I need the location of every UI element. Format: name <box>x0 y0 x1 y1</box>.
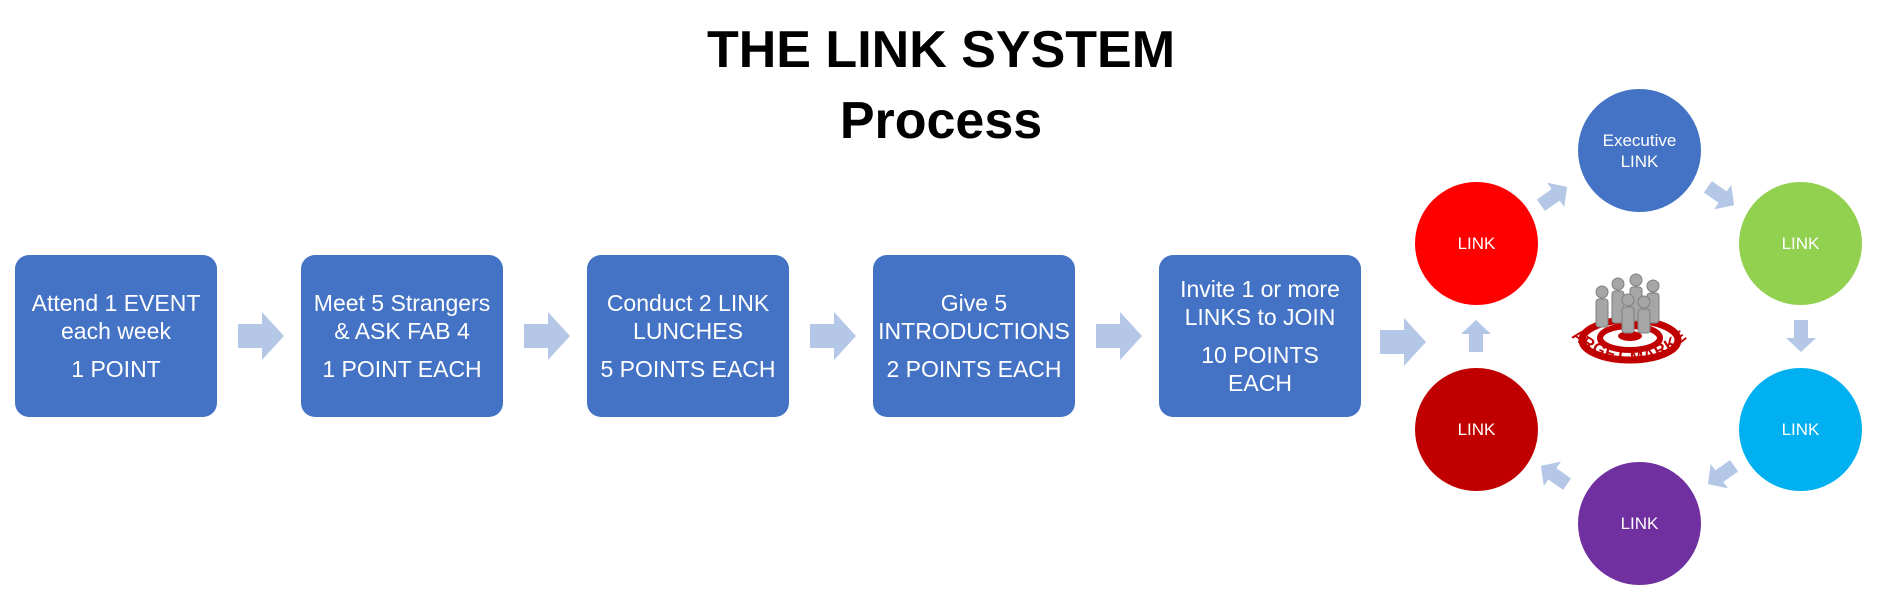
target-icon: TARGET MARKET <box>1545 249 1690 366</box>
step-text: Conduct 2 LINK LUNCHES <box>606 290 770 344</box>
step-text: Give 5 INTRODUCTIONS <box>878 290 1070 344</box>
node-label: LINK <box>1457 234 1496 253</box>
step-box-5: Invite 1 or more LINKS to JOIN 10 POINTS… <box>1159 255 1361 417</box>
step-points: 1 POINT EACH <box>322 356 482 382</box>
arrow-cycle-icon <box>1540 461 1572 490</box>
arrow-cycle-icon <box>1461 320 1491 352</box>
step-points: 2 POINTS EACH <box>886 356 1062 382</box>
arrow-right-icon <box>524 312 570 360</box>
node-label: Executive LINK <box>1602 130 1677 171</box>
arrow-right-icon <box>1096 312 1142 360</box>
arrow-right-icon <box>238 312 284 360</box>
step-text: Meet 5 Strangers & ASK FAB 4 <box>313 290 491 344</box>
arrow-right-icon <box>1380 318 1426 366</box>
cycle-node-link: LINK <box>1739 182 1862 305</box>
step-text: Attend 1 EVENT each week <box>31 290 201 344</box>
cycle-node-link: LINK <box>1739 368 1862 491</box>
node-label: LINK <box>1457 420 1496 439</box>
arrow-cycle-icon <box>1703 181 1735 210</box>
step-points: 10 POINTS EACH <box>1201 342 1319 396</box>
arrow-cycle-icon <box>1707 460 1739 489</box>
arrow-cycle-icon <box>1536 182 1568 211</box>
arrow-cycle-icon <box>1786 320 1816 352</box>
arrow-right-icon <box>810 312 856 360</box>
step-points: 1 POINT <box>71 356 161 382</box>
node-label: LINK <box>1620 514 1659 533</box>
step-text: Invite 1 or more LINKS to JOIN <box>1180 276 1340 330</box>
step-points: 5 POINTS EACH <box>600 356 776 382</box>
page-subtitle: Process <box>839 92 1043 150</box>
step-box-4: Give 5 INTRODUCTIONS 2 POINTS EACH <box>873 255 1075 417</box>
step-box-1: Attend 1 EVENT each week 1 POINT <box>15 255 217 417</box>
cycle-node-link: LINK <box>1415 182 1538 305</box>
cycle-node-executive-link: Executive LINK <box>1578 89 1701 212</box>
cycle-node-link: LINK <box>1578 462 1701 585</box>
page-title: THE LINK SYSTEM <box>706 21 1176 79</box>
step-box-3: Conduct 2 LINK LUNCHES 5 POINTS EACH <box>587 255 789 417</box>
step-box-2: Meet 5 Strangers & ASK FAB 4 1 POINT EAC… <box>301 255 503 417</box>
node-label: LINK <box>1781 234 1820 253</box>
node-label: LINK <box>1781 420 1820 439</box>
target-market-graphic: TARGET MARKET <box>1545 249 1710 382</box>
cycle-node-link: LINK <box>1415 368 1538 491</box>
